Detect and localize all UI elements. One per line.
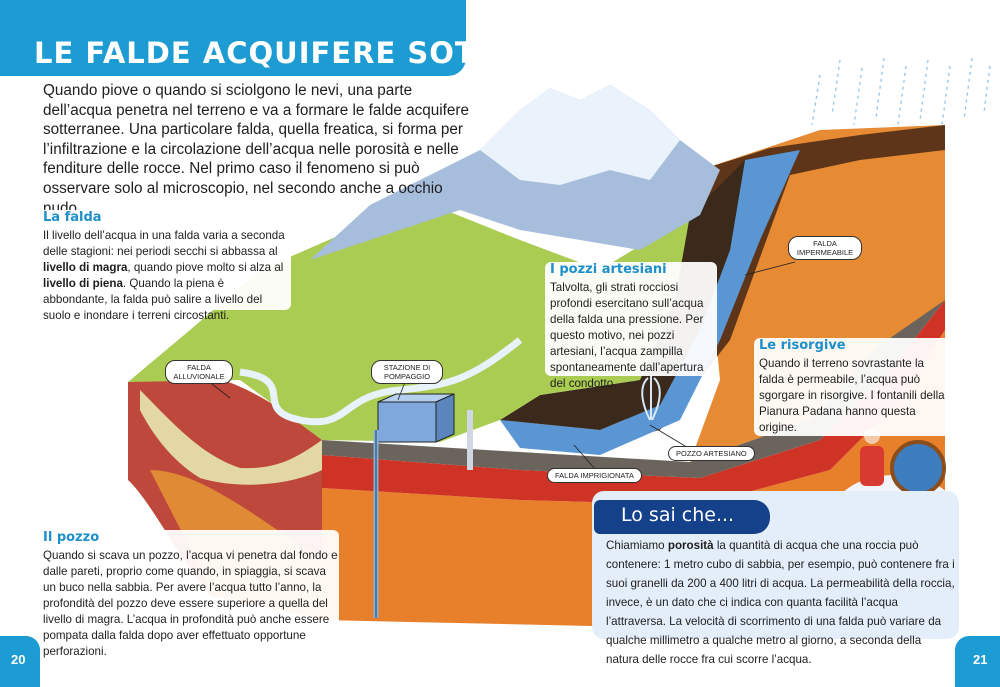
page-title: LE FALDE ACQUIFERE SOTTERRANEE	[34, 36, 655, 70]
livello-magra: livello di magra	[43, 261, 128, 274]
left-corner-tab	[0, 636, 40, 687]
artesiani-heading: I pozzi artesiani	[550, 262, 667, 277]
label-falda-impermeabile: FALDA IMPERMEABILE	[788, 236, 862, 260]
lo-sai-che-title: Lo sai che...	[621, 504, 735, 526]
label-falda-imprigionata: FALDA IMPRIGIONATA	[547, 468, 642, 483]
rain-streaks	[811, 57, 991, 126]
pozzo-heading: Il pozzo	[43, 530, 100, 545]
porosita-term: porosità	[667, 539, 714, 552]
artesiani-section: I pozzi artesiani Talvolta, gli strati r…	[545, 262, 717, 390]
artesian-fountain	[641, 375, 661, 421]
pozzo-text: Quando si scava un pozzo, l’acqua vi pen…	[43, 549, 338, 658]
lo-sai-che-text: Chiamiamo porosità la quantità di acqua …	[606, 539, 955, 666]
falda-section: La falda Il livello dell’acqua in una fa…	[36, 210, 291, 322]
livello-piena: livello di piena	[43, 277, 123, 290]
title-bar	[0, 0, 466, 76]
river	[239, 337, 523, 426]
sieve-icon	[890, 440, 946, 496]
layer-red	[322, 300, 945, 505]
label-falda-alluvionale: FALDA ALLUVIONALE	[165, 360, 233, 384]
aquifer-blue	[500, 150, 800, 455]
alluvial-sand	[140, 390, 322, 485]
artesiani-text: Talvolta, gli strati rocciosi profondi e…	[550, 281, 704, 390]
mountain-snow	[480, 85, 680, 185]
man-body	[860, 446, 884, 486]
label-pozzo-artesiano: POZZO ARTESIANO	[668, 446, 755, 461]
right-corner-tab	[955, 636, 1000, 687]
page-number-right: 21	[973, 652, 988, 667]
page-number-left: 20	[11, 652, 26, 667]
pozzo-section: Il pozzo Quando si scava un pozzo, l’acq…	[36, 530, 339, 658]
falda-heading: La falda	[43, 210, 102, 225]
falda-text: Il livello dell’acqua in una falda varia…	[43, 229, 285, 322]
lo-sai-che-badge	[594, 500, 770, 534]
risorgive-text: Quando il terreno sovrastante la falda è…	[759, 357, 945, 434]
pump-station-shape	[377, 401, 437, 443]
risorgive-section: Le risorgive Quando il terreno sovrastan…	[754, 338, 950, 436]
intro-paragraph: Quando piove o quando si sciolgono le ne…	[43, 82, 470, 217]
label-stazione-pompaggio: STAZIONE DI POMPAGGIO	[371, 360, 443, 384]
risorgive-heading: Le risorgive	[759, 338, 846, 353]
